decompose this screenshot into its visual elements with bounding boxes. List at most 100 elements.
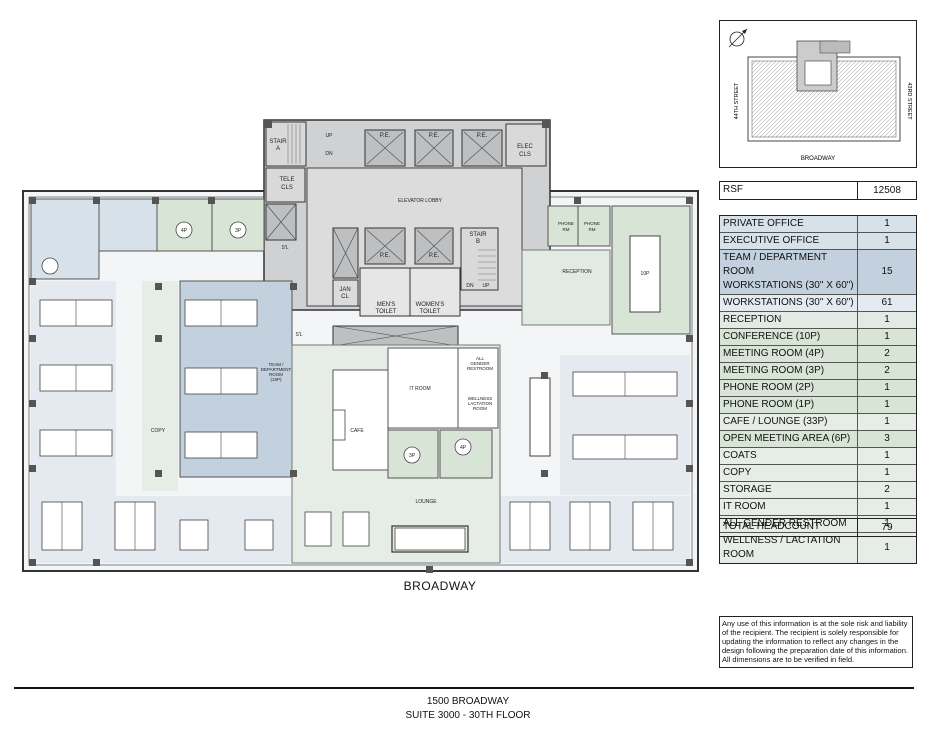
legend-row: CAFE / LOUNGE (33P) 1 [720,414,916,431]
legend-row-name-line: TEAM / DEPARTMENT ROOM [723,252,827,277]
dn-label-1: DN [325,151,333,157]
legend-row: PHONE ROOM (2P) 1 [720,380,916,397]
it-room-label: IT ROOM [409,386,430,392]
meet-3p-label-1: 3P [235,228,242,234]
copy-label: COPY [151,428,166,434]
legend-row-count: 3 [857,431,916,447]
legend-row-count: 1 [857,233,916,249]
conf-10p-label: 10P [641,271,651,277]
legend-row: TEAM / DEPARTMENT ROOM WORKSTATIONS (30" … [720,250,916,295]
legend-row-name: CONFERENCE (10P) [723,331,821,342]
legend-row: COPY 1 [720,465,916,482]
footer-address: 1500 BROADWAY [426,696,510,707]
legend-row: COATS 1 [720,448,916,465]
footer-suite: SUITE 3000 - 30TH FLOOR [405,710,531,721]
legend-row: EXECUTIVE OFFICE 1 [720,233,916,250]
total-headcount-value: 79 [857,519,916,536]
legend-row-count: 1 [857,499,916,515]
pe-label-5: P.E. [429,253,440,259]
legend-row-count: 61 [857,295,916,311]
key-plan: 44TH STREET 43RD STREET BROADWAY [719,20,917,168]
pe-label-1: P.E. [380,133,391,139]
legend-row-count: 2 [857,363,916,379]
legend-row-name: IT ROOM [723,501,766,512]
legend-row-count: 1 [857,465,916,481]
pe-label-4: P.E. [380,253,391,259]
pe-label-2: P.E. [429,133,440,139]
legend-row-count: 1 [857,312,916,328]
keyplan-street-right: 43RD STREET [906,82,912,120]
north-arrow-icon [728,28,748,48]
legend-row-name: COATS [723,450,757,461]
svg-text:43RD STREET: 43RD STREET [906,82,912,120]
keyplan-street-left: 44TH STREET [734,82,740,119]
legend-row-name: PHONE ROOM (2P) [723,382,815,393]
legend-row-name: ALL GENDER RESTROOM [723,518,847,529]
legend-row-count: 2 [857,482,916,498]
legend-row: CONFERENCE (10P) 1 [720,329,916,346]
dn-label-2: DN [466,283,474,289]
rsf-label: RSF [723,184,743,195]
lounge-label: LOUNGE [415,499,437,505]
legend-row: OPEN MEETING AREA (6P) 3 [720,431,916,448]
legend-row-count: 1 [857,397,916,413]
rsf-value: 12508 [857,182,916,199]
legend-row-name: PRIVATE OFFICE [723,218,804,229]
legend-row: RECEPTION 1 [720,312,916,329]
reception-label: RECEPTION [562,269,592,275]
rsf-row: RSF 12508 [719,181,917,200]
legend-row-name: OPEN MEETING AREA (6P) [723,433,851,444]
legend-row-name: WORKSTATIONS (30" X 60") [723,297,854,308]
legend-row-name: PHONE ROOM (1P) [723,399,815,410]
legend-row-count: 2 [857,346,916,362]
meet-3p-label-2: 3P [409,453,416,459]
up-label-2: UP [483,283,491,289]
legend-row-count: 15 [857,250,916,294]
legend-row-name: MEETING ROOM (3P) [723,365,825,376]
legend-row: MEETING ROOM (3P) 2 [720,363,916,380]
legend-row-name: COPY [723,467,752,478]
elevator-lobby-label: ELEVATOR LOBBY [398,198,443,204]
svg-text:44TH STREET: 44TH STREET [734,82,740,119]
total-headcount-label: TOTAL HEADCOUNT [723,521,821,532]
meet-4p-label-2: 4P [460,445,467,451]
legend-row-name: WELLNESS / LACTATION ROOM [723,535,841,560]
street-label-broadway: BROADWAY [403,579,477,593]
footer-divider [14,687,914,689]
legend-row-name: EXECUTIVE OFFICE [723,235,820,246]
legend-row: PHONE ROOM (1P) 1 [720,397,916,414]
meet-4p-label-1: 4P [181,228,188,234]
cafe-label: CAFE [350,428,364,434]
sl-label-1: S'L [281,245,288,251]
legend-row-count: 1 [857,329,916,345]
keyplan-street-bottom: BROADWAY [801,156,835,162]
legend-row-name: CAFE / LOUNGE (33P) [723,416,828,427]
legend-row-count: 1 [857,533,916,563]
legend-row: PRIVATE OFFICE 1 [720,216,916,233]
legend-row-name-line: WORKSTATIONS (30" X 60") [723,280,854,291]
sl-label-2: S'L [295,332,302,338]
total-headcount-row: TOTAL HEADCOUNT 79 [719,518,917,537]
pe-label-3: P.E. [477,133,488,139]
disclaimer-text: Any use of this information is at the so… [719,616,913,668]
legend-row-name: TEAM / DEPARTMENT ROOM WORKSTATIONS (30" … [720,250,857,294]
legend-row: WORKSTATIONS (30" X 60")61 [720,295,916,312]
legend-row-count: 1 [857,448,916,464]
legend-row-count: 1 [857,414,916,430]
legend-row: MEETING ROOM (4P)2 [720,346,916,363]
legend-row-count: 1 [857,216,916,232]
legend-row-name: RECEPTION [723,314,782,325]
legend-row-count: 1 [857,380,916,396]
